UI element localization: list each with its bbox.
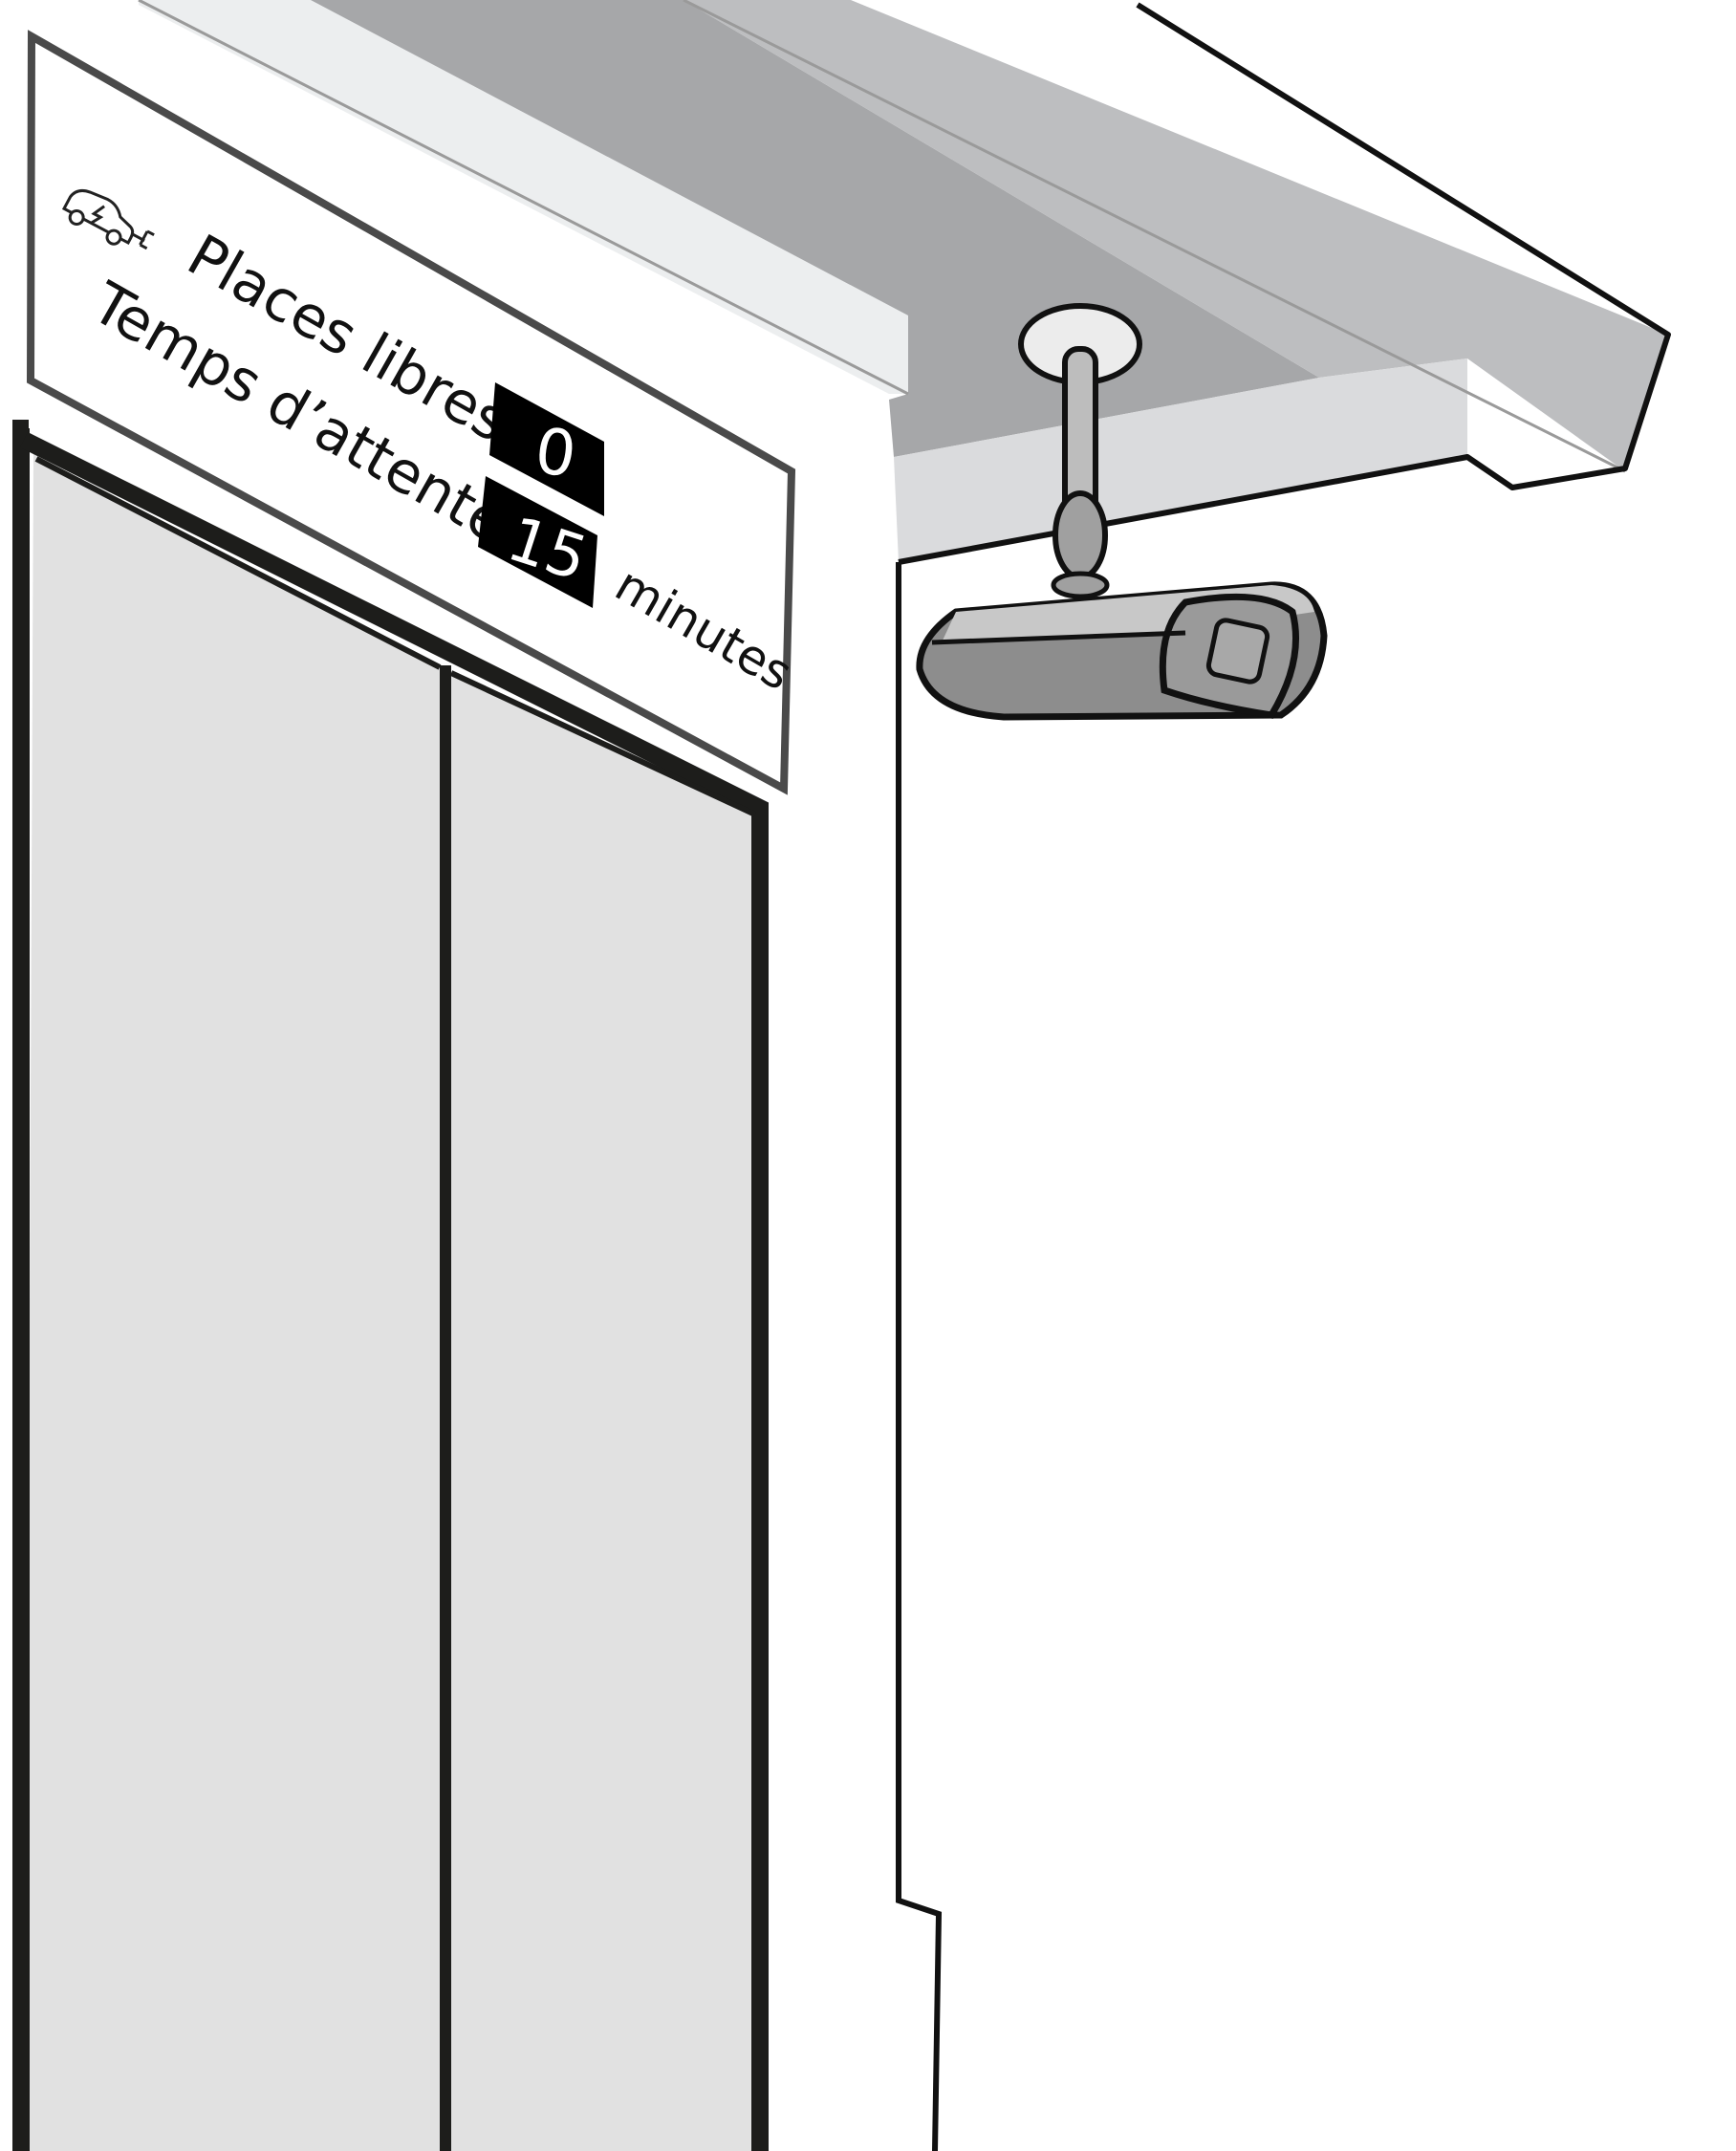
camera-joint-base	[1051, 571, 1110, 599]
camera-seam	[931, 630, 1186, 645]
building-side-wall	[896, 562, 943, 2151]
roof-outer-edge	[898, 2, 1671, 565]
wait-time-counter-box	[478, 476, 597, 608]
roof-mid-face	[684, 0, 1668, 471]
roof-fold-edge	[683, 0, 1626, 473]
door-right-panel	[451, 671, 755, 2151]
roof-light-underside	[894, 358, 1467, 562]
wall-edge-line	[896, 562, 943, 2151]
camera-lens-icon	[1205, 618, 1270, 684]
roof-top-edge	[138, 0, 909, 396]
surveillance-camera	[916, 303, 1328, 721]
electric-car-charging-icon	[61, 188, 155, 250]
free-spaces-counter-box	[489, 382, 604, 516]
roof-canopy	[138, 0, 1671, 565]
camera-joint	[1052, 490, 1108, 580]
door-frame-top	[19, 431, 769, 2151]
sign-panel	[26, 30, 796, 795]
door-inner-left-line	[34, 456, 442, 670]
door-left-panel	[26, 454, 443, 2151]
door-inner-right-line	[449, 670, 757, 817]
double-door	[12, 420, 769, 2151]
door-frame-outline	[12, 420, 30, 2151]
